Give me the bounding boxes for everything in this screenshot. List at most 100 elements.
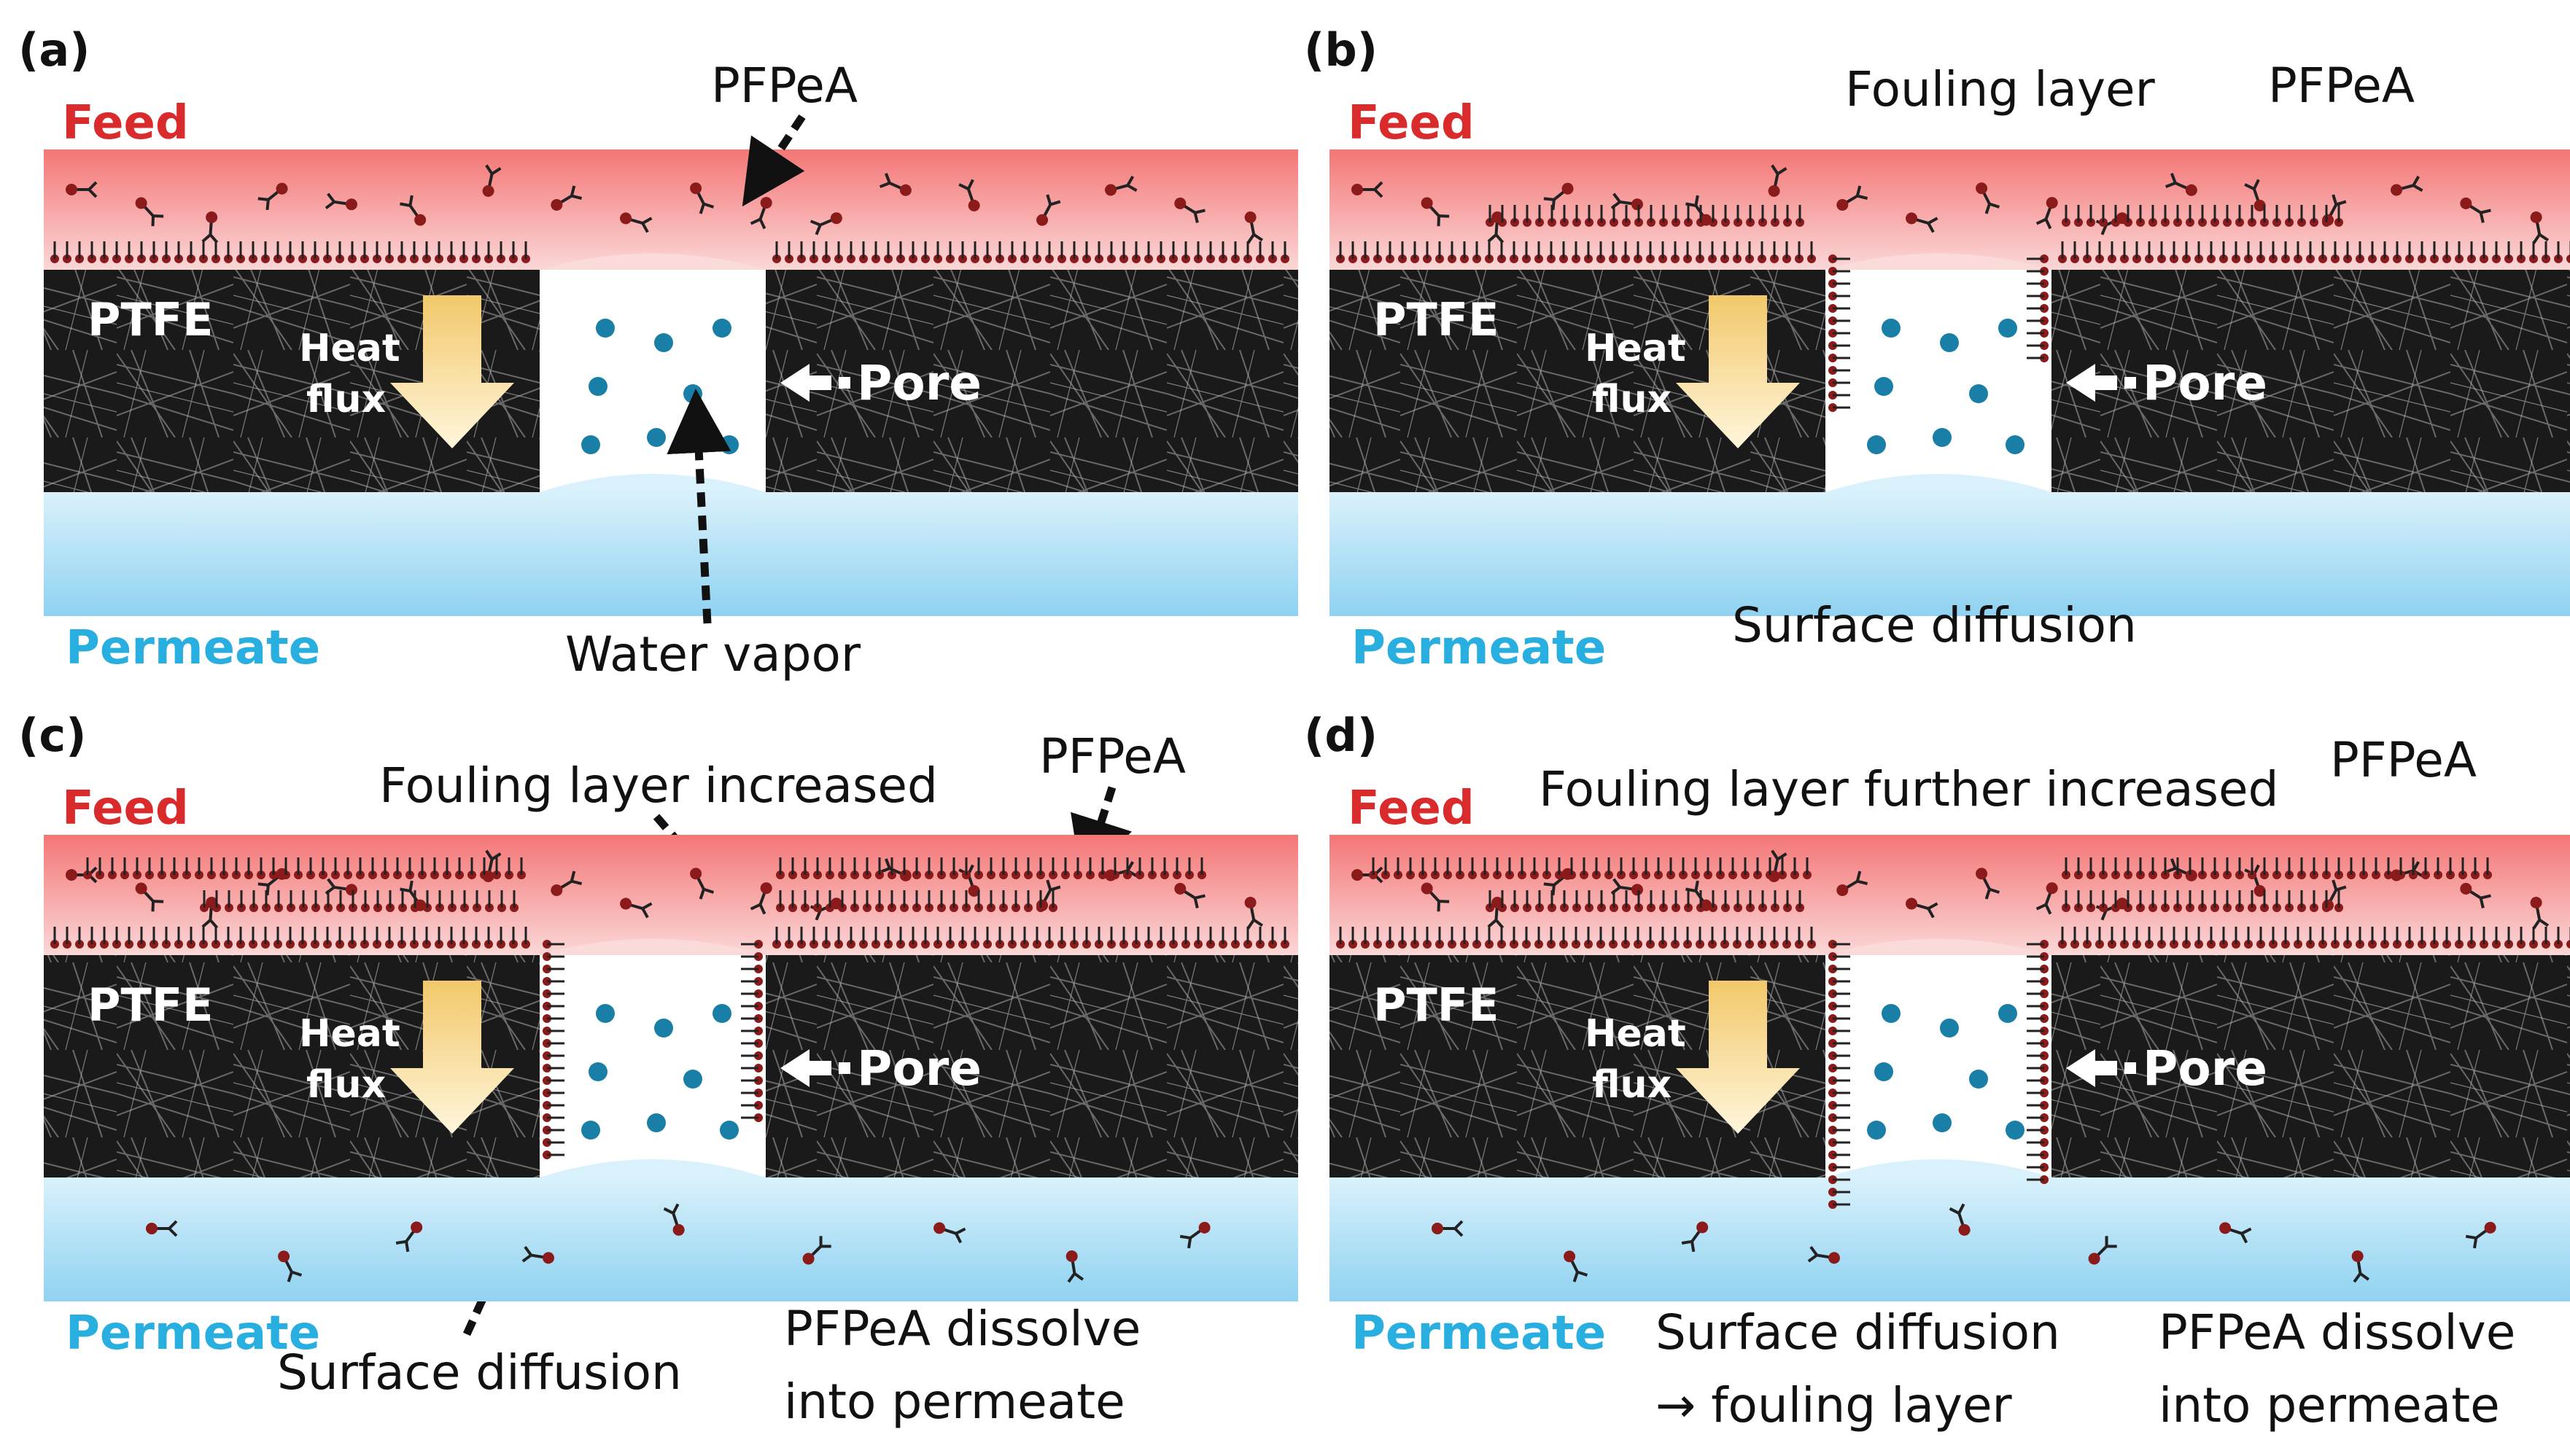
pfpea-molecule-permeate xyxy=(663,1203,685,1236)
ptfe-membrane-right xyxy=(2051,955,2570,1177)
pfpea-molecule xyxy=(1244,211,1264,244)
pore-wall-layer-right xyxy=(2027,254,2049,362)
pore-pointer-arrow xyxy=(2066,1049,2136,1087)
surface-diffusion-annotation: Surface diffusion xyxy=(277,1344,682,1401)
pfpea-dissolve-annotation: PFPeA dissolve xyxy=(784,1301,1141,1357)
feed-meniscus xyxy=(540,253,766,270)
water-vapor-dot xyxy=(1933,428,1952,447)
pfpea-molecule xyxy=(750,882,772,915)
feed-label: Feed xyxy=(62,96,189,150)
pfpea-molecule xyxy=(2530,897,2550,930)
pfpea-molecule xyxy=(690,182,715,214)
water-vapor-dot xyxy=(1933,1113,1952,1132)
surface-diffusion-annotation: Surface diffusion xyxy=(1655,1304,2060,1360)
pfpea-molecule-permeate xyxy=(1681,1221,1709,1253)
pfpea-molecule xyxy=(1768,164,1787,197)
heat-label: Heat xyxy=(299,327,400,370)
pfpea-molecule xyxy=(400,195,427,226)
pfpea-molecule xyxy=(325,192,357,211)
water-vapor-dot xyxy=(720,435,739,454)
pore-label: Pore xyxy=(857,1040,982,1097)
water-vapor-dot xyxy=(589,377,607,396)
ptfe-membrane-right xyxy=(766,270,1298,492)
pfpea-molecule xyxy=(1836,185,1868,211)
pfpea-molecule xyxy=(958,179,980,211)
water-vapor-arrow xyxy=(667,389,731,624)
fouling-layer-left xyxy=(1486,890,1804,912)
pfpea-annotation: PFPeA xyxy=(2268,58,2415,114)
into-permeate-annotation: into permeate xyxy=(2159,1377,2500,1433)
flux-label: flux xyxy=(1592,1063,1672,1107)
fouling-layer-right xyxy=(2062,205,2343,227)
pore xyxy=(540,270,766,492)
heat-flux-arrow xyxy=(1676,295,1800,448)
water-vapor-dot xyxy=(596,319,615,338)
feed-label: Feed xyxy=(62,782,189,836)
pfpea-molecule xyxy=(1174,882,1206,908)
fouling-layer-increased-annotation: Fouling layer increased xyxy=(379,758,938,814)
water-vapor-dot xyxy=(2006,435,2024,454)
pfpea-molecule xyxy=(1351,181,1383,198)
fouling-layer-right xyxy=(776,890,1057,912)
flux-label: flux xyxy=(306,378,386,421)
pore-label: Pore xyxy=(2143,355,2267,411)
pore-wall-layer-right xyxy=(2027,940,2049,1184)
permeate-meniscus xyxy=(1825,474,2051,492)
water-vapor-dot xyxy=(1998,1004,2017,1023)
surface-adsorbed-layer-left xyxy=(1336,927,1816,949)
pore-pointer-arrow xyxy=(2066,364,2136,402)
permeate-band xyxy=(44,492,1298,616)
water-vapor-dot xyxy=(720,1121,739,1140)
water-vapor-dot xyxy=(1874,1062,1893,1081)
water-vapor-dot xyxy=(647,1113,666,1132)
permeate-band xyxy=(1329,492,2570,616)
pfpea-molecule xyxy=(1036,194,1061,226)
fouling-layer-right-2 xyxy=(2062,857,2492,879)
water-vapor-dot xyxy=(1969,384,1988,403)
pfpea-molecule-permeate xyxy=(2088,1236,2117,1265)
pfpea-molecule xyxy=(620,212,653,233)
pfpea-molecule-permeate xyxy=(395,1221,423,1253)
surface-adsorbed-layer-right xyxy=(2058,927,2570,949)
pfpea-molecule-permeate xyxy=(2219,1222,2252,1244)
pfpea-molecule xyxy=(1976,182,2000,214)
panel-letter: (a) xyxy=(18,23,90,77)
pfpea-molecule xyxy=(135,197,164,227)
water-vapor-dot xyxy=(1867,1121,1886,1140)
water-vapor-dot xyxy=(1882,1004,1901,1023)
fouling-layer-left-2 xyxy=(83,857,526,879)
water-vapor-dot xyxy=(581,1121,600,1140)
pore-label: Pore xyxy=(857,355,982,411)
water-vapor-dot xyxy=(1940,333,1959,352)
pfpea-molecule xyxy=(1836,871,1868,897)
pfpea-molecule xyxy=(135,882,164,912)
pfpea-arrow xyxy=(742,114,806,207)
water-vapor-dot xyxy=(713,319,731,338)
permeate-band xyxy=(1329,1177,2570,1301)
pore-label: Pore xyxy=(2143,1040,2267,1097)
surface-adsorbed-layer-right xyxy=(772,241,1289,263)
pfpea-molecule xyxy=(66,181,98,198)
pfpea-molecule xyxy=(1244,897,1264,930)
heat-label: Heat xyxy=(1585,1012,1686,1056)
pfpea-molecule-permeate xyxy=(1179,1221,1211,1249)
flux-label: flux xyxy=(1592,378,1672,421)
pfpea-molecule xyxy=(2530,211,2550,244)
water-vapor-dot xyxy=(2006,1121,2024,1140)
pfpea-molecule-permeate xyxy=(1065,1250,1084,1283)
fouling-layer-annotation: Fouling layer xyxy=(1845,61,2156,117)
feed-band xyxy=(1329,149,2570,273)
water-vapor-dot xyxy=(1969,1070,1988,1089)
pfpea-molecule xyxy=(1421,197,1450,227)
fouling-layer-right xyxy=(2062,890,2343,912)
pfpea-molecule-permeate xyxy=(2351,1250,2370,1283)
water-vapor-dot xyxy=(1940,1019,1959,1038)
pore-wall-layer-left xyxy=(1828,940,1850,1209)
pfpea-molecule xyxy=(1487,211,1505,244)
pfpea-molecule xyxy=(810,212,842,235)
ptfe-membrane-right xyxy=(2051,270,2570,492)
